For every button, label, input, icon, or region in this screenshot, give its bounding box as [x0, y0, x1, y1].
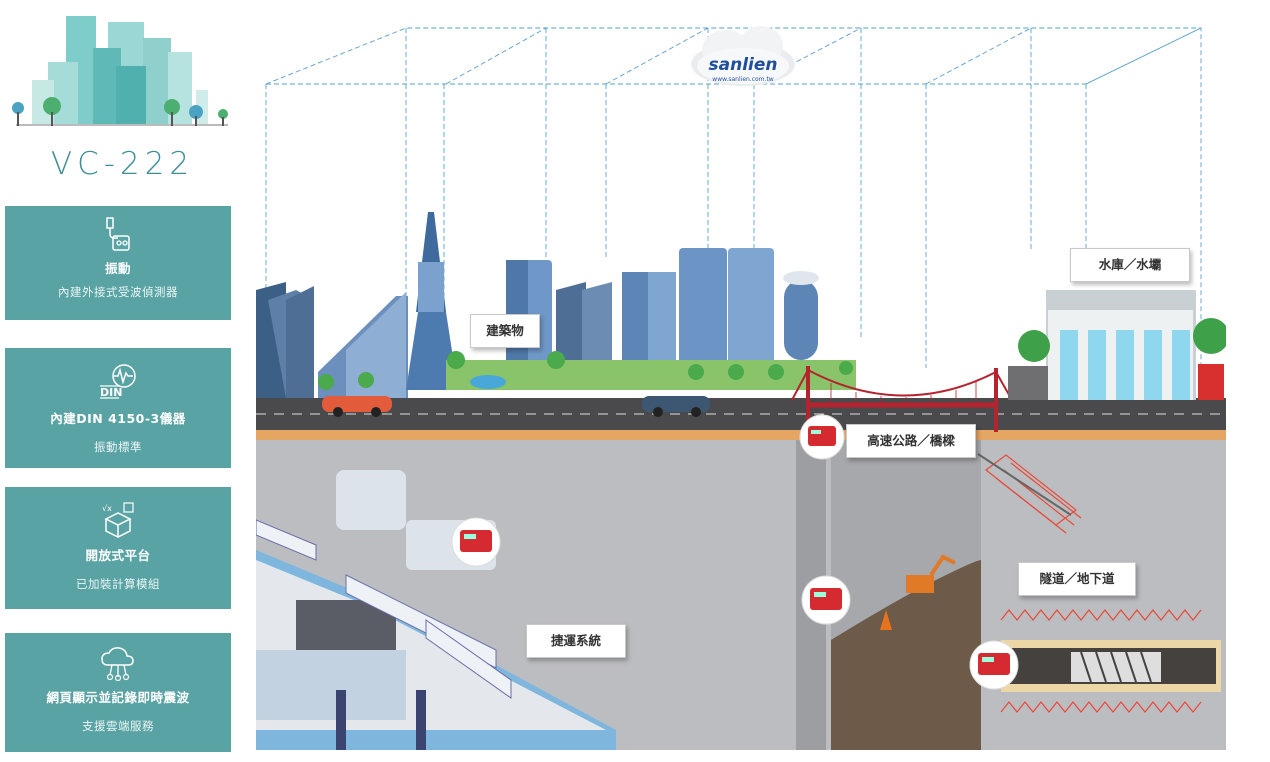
feature-subtitle: 振動標準 — [94, 440, 142, 454]
train-icon — [425, 619, 512, 699]
feature-subtitle: 已加裝計算模組 — [76, 577, 160, 591]
car-icon — [642, 396, 710, 417]
sensor-probe-icon — [106, 217, 130, 251]
feature-title: 內建DIN 4150-3儀器 — [50, 411, 186, 426]
monitoring-scene: sanlien www.sanlien.com.tw — [256, 0, 1226, 752]
din-standard-icon: DIN — [100, 364, 136, 399]
svg-text:√x: √x — [102, 504, 112, 513]
label-reservoir: 水庫／水壩 — [1070, 248, 1190, 282]
cloud-icon: sanlien www.sanlien.com.tw — [691, 26, 795, 86]
feature-title: 開放式平台 — [85, 548, 151, 563]
car-icon — [322, 396, 392, 417]
label-highway: 高速公路／橋樑 — [846, 424, 976, 458]
excavator-icon — [906, 554, 956, 593]
feature-card-open-platform: √x 開放式平台 已加裝計算模組 — [5, 487, 231, 609]
cloud-network-icon — [101, 647, 134, 681]
model-title: VC-222 — [50, 146, 195, 182]
label-building: 建築物 — [470, 314, 540, 348]
sidebar: VC-222 振動 內建外接式受波偵測器 DIN 內建DIN 4150-3儀器 … — [0, 0, 245, 762]
label-mrt: 捷運系統 — [526, 624, 626, 658]
sensor-device-icon — [451, 517, 501, 567]
train-icon — [256, 519, 317, 561]
cloud-url: www.sanlien.com.tw — [712, 76, 773, 83]
svg-text:DIN: DIN — [100, 386, 122, 399]
feature-card-vibration: 振動 內建外接式受波偵測器 — [5, 206, 231, 320]
feature-card-din: DIN 內建DIN 4150-3儀器 振動標準 — [5, 348, 231, 468]
city-skyline-logo — [12, 16, 228, 126]
sensor-device-icon — [799, 414, 845, 460]
scene-illustration: sanlien www.sanlien.com.tw — [256, 26, 1226, 750]
highway-road — [256, 398, 1226, 430]
label-tunnel: 隧道／地下道 — [1018, 562, 1136, 596]
open-box-platform-icon: √x — [102, 502, 134, 538]
feature-card-cloud: 網頁顯示並記錄即時震波 支援雲端服務 — [5, 633, 231, 752]
dam — [1008, 290, 1226, 400]
tunnel — [1000, 609, 1221, 713]
feature-subtitle: 內建外接式受波偵測器 — [58, 285, 178, 299]
feature-title: 網頁顯示並記錄即時震波 — [46, 690, 190, 705]
sensor-device-icon — [969, 640, 1019, 690]
cloud-brand: sanlien — [709, 55, 778, 75]
feature-subtitle: 支援雲端服務 — [82, 719, 154, 733]
mrt-station — [256, 470, 616, 750]
sensor-device-icon — [801, 575, 851, 625]
feature-title: 振動 — [104, 261, 131, 276]
